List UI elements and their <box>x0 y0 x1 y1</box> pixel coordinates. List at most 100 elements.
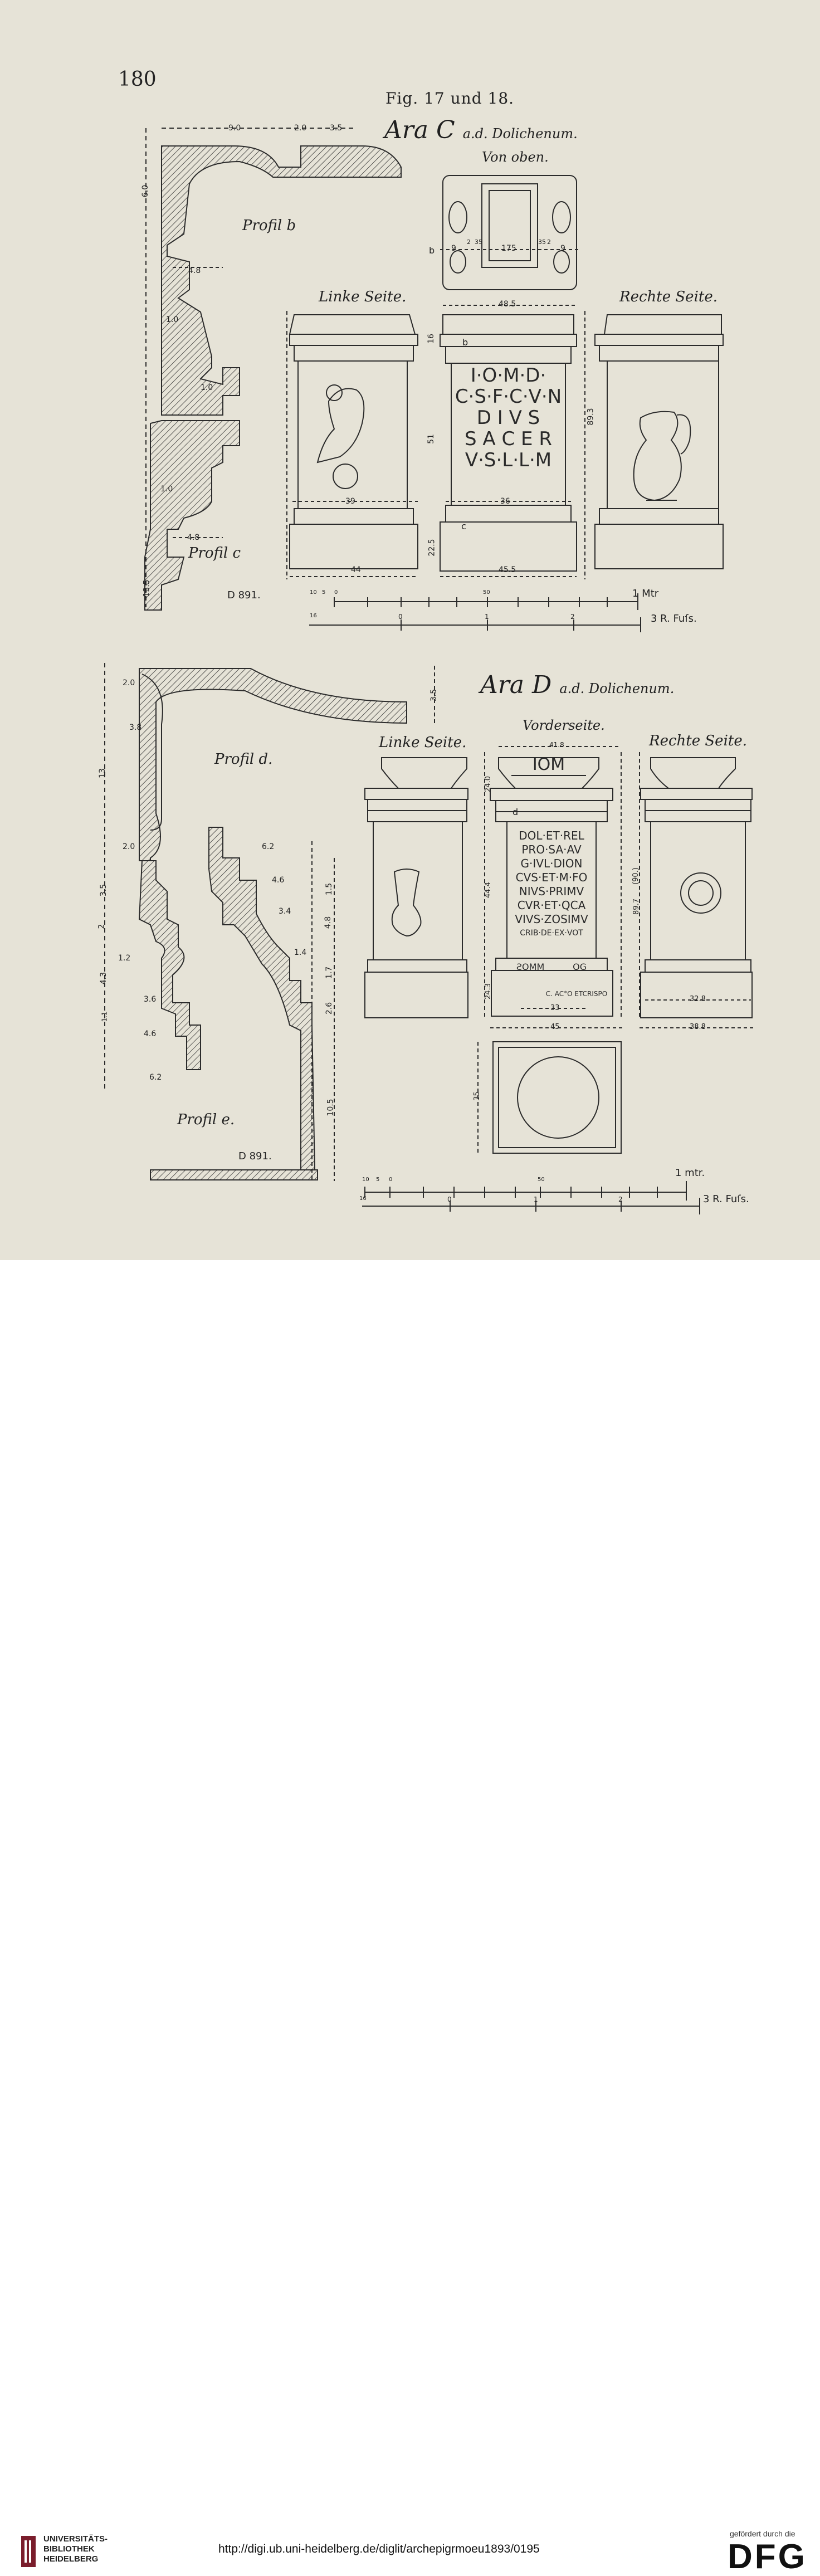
ara-c-dim-label: 44 <box>351 565 361 574</box>
ara-c-inscription-line: C·S·F·C·V·N <box>455 386 562 408</box>
ara-c-dim-label: 4.8 <box>188 266 201 275</box>
ara-c-dim-label: 89.3 <box>586 408 596 426</box>
ara-c-dim-label: 1.0 <box>160 485 173 494</box>
profile-c-shape <box>144 420 240 611</box>
ara-d-inscription-line: CVS·ET·M·FO <box>515 871 588 884</box>
ara-d-dim-label: 1.1 <box>100 1011 109 1022</box>
ara-d-dim-label: 4.8 <box>324 916 333 929</box>
ara-c-dim-label: c <box>461 521 466 531</box>
ara-c-scale-feet: 3 R. Fuſs. <box>651 613 697 625</box>
ara-c-inscription-line: V·S·L·L·M <box>465 449 552 471</box>
ara-d-left-side-label: Linke Seite. <box>379 734 467 751</box>
profile-c-label: Profil c <box>188 545 241 562</box>
ara-c-dim-label: 35 <box>538 238 546 246</box>
ara-d-dim-label: 0 <box>447 1196 452 1203</box>
ara-c-dim-label: 5 <box>322 589 326 596</box>
ara-d-dim-label: 24.0 <box>484 776 492 792</box>
ara-c-dim-label: 45.5 <box>499 565 516 574</box>
ara-d-scale-meter: 1 mtr. <box>675 1167 705 1179</box>
page-number: 180 <box>118 68 157 91</box>
dfg-logo: DFG <box>728 2538 807 2576</box>
ub-heidelberg-logo-icon <box>21 2536 36 2567</box>
technical-drawing-plate <box>104 128 753 1214</box>
ara-c-title-suffix: a.d. Dolichenum. <box>462 126 578 142</box>
ara-d-dim-label: 1 <box>534 1196 538 1203</box>
ara-c-inscription-line: I·O·M·D· <box>470 364 546 387</box>
ara-d-dim-label: 10.5 <box>326 1099 335 1116</box>
ara-d-base-line: C. AC°O ETCRISPO <box>545 990 608 998</box>
ara-d-dim-label: 13 <box>97 768 107 778</box>
ara-c-title: Ara C a.d. Dolichenum. <box>384 116 578 144</box>
ara-c-dim-label: 51 <box>426 434 436 444</box>
ara-c-dim-label: 0 <box>398 613 403 621</box>
ara-d-base-text: ƧOMM OG <box>516 962 587 972</box>
ara-d-title-main: Ara D <box>480 671 552 699</box>
ara-d-dim-label: 1.4 <box>294 948 307 957</box>
ara-c-dim-label: 1 <box>485 613 489 621</box>
ara-d-inscription-line: G·IVL·DION <box>520 857 583 870</box>
ara-d-dim-label: 50 <box>538 1177 545 1183</box>
ara-c-dim-label: 175 <box>501 244 516 253</box>
permalink-url[interactable]: http://digi.ub.uni-heidelberg.de/diglit/… <box>218 2543 540 2555</box>
ara-d-dim-label: 2.0 <box>123 679 135 687</box>
ara-d-inscription-line: CRIB·DE·EX·VOT <box>520 929 583 938</box>
ara-c-dim-label: 2 <box>467 238 471 246</box>
ara-d-dim-label: 3.4 <box>279 907 291 916</box>
ara-d-dim-label: 3.5 <box>99 884 109 897</box>
ara-d-title-suffix: a.d. Dolichenum. <box>559 681 675 696</box>
ara-d-dim-label: 89.7 <box>632 899 641 915</box>
ara-d-dim-label: 5 <box>376 1177 380 1183</box>
ara-c-dim-label: 50 <box>483 589 490 596</box>
footer-bar: UNIVERSITÄTS- BIBLIOTHEK HEIDELBERG http… <box>0 1260 820 2575</box>
ara-d-inscription-line: VIVS·ZOSIMV <box>515 913 588 926</box>
ara-d-dim-label: 33 <box>550 1004 560 1012</box>
ara-d-dim-label: 38.8 <box>690 1023 706 1031</box>
ara-c-dim-label: 9 <box>560 244 565 253</box>
ara-c-right-side-label: Rechte Seite. <box>619 289 718 305</box>
ara-c-dim-label: 36 <box>500 497 510 506</box>
ara-d-dim-label: 2.0 <box>123 842 135 851</box>
ara-c-dim-label: 3.5 <box>330 124 343 133</box>
ara-c-drawing-id: D 891. <box>227 589 261 601</box>
ara-d-front-label: Vorderseite. <box>523 718 605 733</box>
ara-d-dim-label: 41.8 <box>549 741 564 749</box>
ara-d-scale-feet: 3 R. Fuſs. <box>703 1193 749 1205</box>
ara-d-dim-label: 32.8 <box>690 995 706 1003</box>
ara-d-dim-label: 24.3 <box>484 983 492 999</box>
ara-c-dim-label: 1.0 <box>201 383 213 392</box>
ara-c-inscription-line: S A C E R <box>465 428 552 450</box>
ara-d-dim-label: 3.5 <box>429 689 439 702</box>
library-name: UNIVERSITÄTS- BIBLIOTHEK HEIDELBERG <box>43 2534 108 2564</box>
ara-c-left-side-label: Linke Seite. <box>319 289 407 305</box>
ara-d-dim-label: 35 <box>472 1091 481 1101</box>
ara-d-dim-label: 44.4 <box>484 882 492 898</box>
library-name-line: BIBLIOTHEK <box>43 2544 95 2554</box>
ara-c-dim-label: 2 <box>570 613 575 621</box>
ara-d-inscription-line: NIVS·PRIMV <box>519 885 584 898</box>
ara-c-dim-label: b <box>429 245 435 256</box>
ara-d-dim-label: 45 <box>550 1023 560 1031</box>
ara-d-drawing-id: D 891. <box>238 1150 272 1162</box>
ara-d-inscription-line: DOL·ET·REL <box>519 829 584 842</box>
ara-d-inscription: DOL·ET·REL PRO·SA·AV G·IVL·DION CVS·ET·M… <box>506 829 597 940</box>
ara-c-inscription: I·O·M·D· C·S·F·C·V·N D I V S S A C E R V… <box>454 365 563 471</box>
ara-c-dim-label: 13.5 <box>142 579 152 597</box>
ara-d-right-side-label: Rechte Seite. <box>649 733 747 749</box>
ara-d-dim-label: 1.5 <box>325 882 334 896</box>
ara-d-dim-label: 1.2 <box>118 954 131 963</box>
ara-c-scale-meter: 1 Mtr <box>632 588 659 599</box>
ara-c-dim-label: 4.8 <box>187 533 200 542</box>
ara-c-dim-label: 22.5 <box>427 539 437 557</box>
ara-c-dim-label: 2.0 <box>294 124 307 133</box>
ara-d-dim-label: 3.6 <box>144 995 157 1004</box>
ara-d-dim-label: 4.6 <box>272 876 285 885</box>
ara-c-dim-label: 16 <box>426 334 436 344</box>
ara-d-inscription-line: PRO·SA·AV <box>521 843 582 856</box>
ara-c-dim-label: 39 <box>345 497 355 506</box>
ara-d-dim-label: 0 <box>389 1177 393 1183</box>
ara-d-dim-label: 1.7 <box>325 966 334 979</box>
ara-c-dim-label: 6.0 <box>141 184 150 198</box>
ara-d-dim-label: 3.8 <box>129 723 142 732</box>
ara-d-dim-label: (90.) <box>631 867 640 885</box>
ara-c-dim-label: 10 <box>310 589 317 596</box>
